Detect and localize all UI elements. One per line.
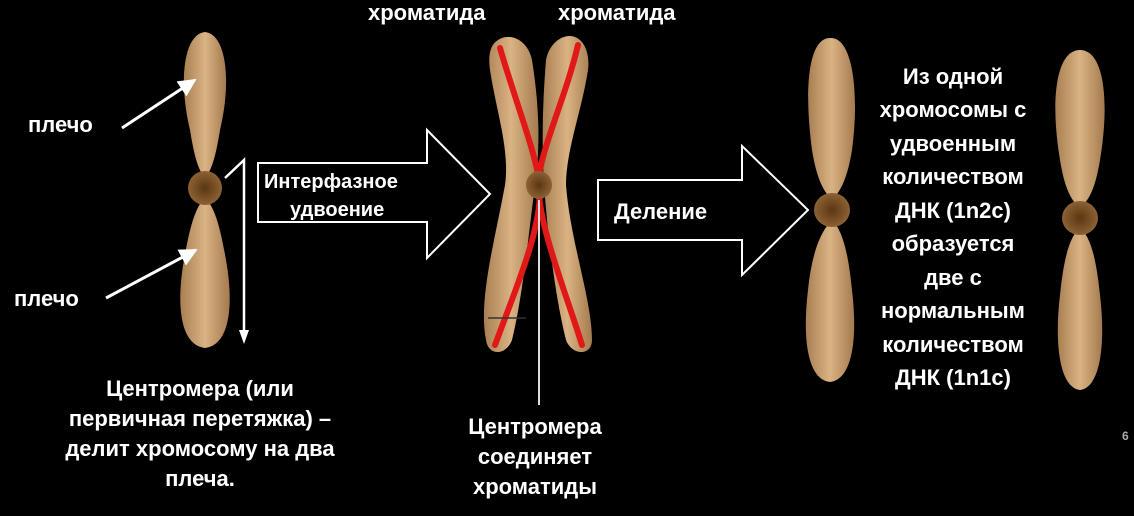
division-label: Деление	[614, 199, 708, 224]
chromatid-left	[483, 36, 539, 352]
chromatid-right-label: хроматида	[558, 0, 676, 25]
result-line: Из одной	[902, 64, 1004, 89]
result-line: удвоенным	[889, 130, 1017, 156]
single-chromosome	[180, 32, 230, 348]
centromere-left-line: делит хромосому на два	[65, 435, 335, 461]
centromere-left-line: Центромера (или	[106, 376, 294, 401]
chromatid-left-label: хроматида	[368, 0, 486, 25]
result-line: количеством	[882, 331, 1024, 357]
result-line: две с	[924, 264, 982, 290]
centromere-middle-line: хроматиды	[472, 473, 598, 499]
centromere-middle	[526, 171, 552, 199]
result-chromosome-1	[805, 37, 856, 382]
result-line: нормальным	[881, 298, 1025, 324]
chromosome-arm-bottom	[180, 198, 230, 348]
centromere-left-description: Центромера (или первичная перетяжка) – д…	[20, 374, 380, 494]
result-line: количеством	[882, 164, 1024, 190]
chromosome-arm-top	[183, 32, 227, 178]
centromere-left-line: первичная перетяжка) –	[68, 405, 332, 431]
centromere-middle-line: Центромера	[468, 414, 602, 439]
interphase-label-line1: Интерфазное	[264, 171, 398, 193]
result-description: Из одной хромосомы с удвоенным количеств…	[848, 60, 1058, 394]
division-arrow-shape	[597, 143, 810, 278]
arm-bottom-arrow	[105, 248, 198, 300]
result-line: хромосомы с	[879, 97, 1027, 123]
result-line: образуется	[891, 231, 1015, 257]
page-number: 6	[1122, 429, 1129, 443]
interphase-label-line2: удвоение	[290, 199, 385, 221]
arm-top-label: плечо	[28, 112, 93, 137]
result-line: ДНК (1n1c)	[895, 364, 1011, 390]
centromere-middle-line: соединяет	[477, 443, 593, 469]
centromere-pointer	[224, 157, 246, 340]
result-line: ДНК (1n2c)	[895, 197, 1011, 223]
result-chromosome-2	[1055, 50, 1105, 390]
duplicated-chromosome	[483, 36, 592, 353]
arm-top-arrow	[121, 78, 197, 130]
arm-bottom-label: плечо	[14, 286, 79, 311]
centromere	[188, 171, 222, 205]
interphase-arrow-shape	[257, 127, 492, 261]
centromere-left-line: плеча.	[165, 465, 235, 491]
centromere-middle-description: Центромера соединяет хроматиды	[420, 412, 650, 502]
